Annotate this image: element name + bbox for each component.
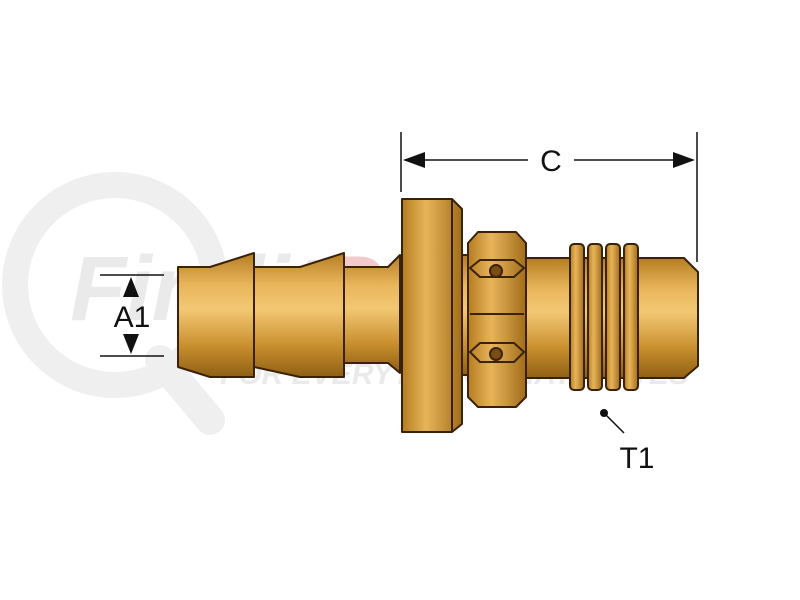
hex-nut [467, 231, 527, 408]
dimension-c: C [400, 132, 698, 262]
callout-t1: T1 [600, 409, 655, 475]
barb-section [177, 252, 401, 378]
threaded-end [525, 243, 699, 391]
dimension-a1-label: A1 [114, 301, 151, 334]
callout-t1-label: T1 [619, 442, 654, 475]
fitting [177, 198, 699, 433]
dimension-a1: A1 [100, 274, 164, 357]
flange-collar [401, 198, 463, 433]
dimension-c-label: C [540, 145, 562, 178]
